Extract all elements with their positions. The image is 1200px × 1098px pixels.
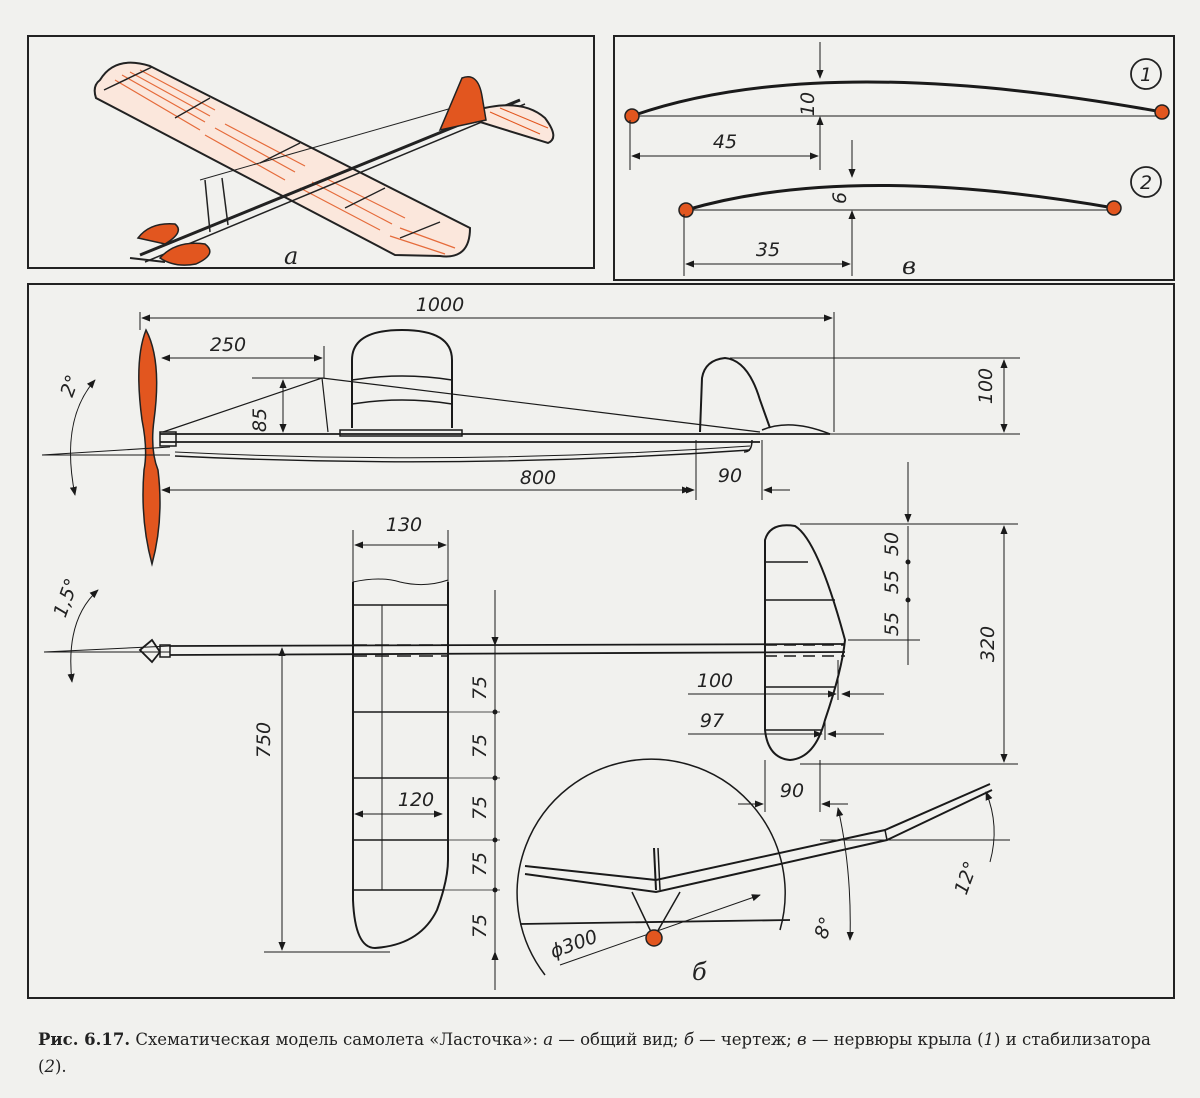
- rib-2-height: 6: [829, 192, 851, 204]
- panel-v-label: в: [902, 252, 916, 280]
- rib-1-marker-text: 1: [1140, 64, 1152, 86]
- caption-b-text: — чертеж;: [699, 1030, 792, 1049]
- rib-1: [624, 42, 1170, 170]
- panel-a-label: а: [284, 242, 298, 270]
- caption-a-letter: а: [543, 1030, 554, 1049]
- dim-dihedral-outer: 12°: [950, 858, 982, 897]
- rib-2: [678, 140, 1122, 276]
- dim-dihedral-inner: 8°: [810, 914, 838, 942]
- panel-v-frame: [613, 35, 1175, 281]
- front-prop-hub: [645, 929, 663, 947]
- prop-angle-side: 2°: [56, 372, 84, 400]
- dim-motor-length: 800: [520, 467, 556, 489]
- panel-b-label: б: [692, 958, 707, 986]
- caption-end: ).: [54, 1057, 67, 1076]
- front-view: [516, 758, 1010, 976]
- caption-two: 2: [44, 1057, 55, 1076]
- caption-mid: ) и стабилизатора (: [38, 1030, 1151, 1076]
- dim-pylon-height: 85: [249, 408, 271, 432]
- caption-v-text: — нервюры крыла (: [811, 1030, 984, 1049]
- dim-prop-diameter: ϕ300: [547, 926, 600, 963]
- stab-spacing-1: 50: [881, 532, 903, 556]
- dim-fin-height: 100: [975, 368, 997, 404]
- top-view: [43, 462, 1018, 990]
- rib-spacing-5: 75: [469, 914, 491, 938]
- propeller-top: [138, 638, 162, 664]
- propeller-side: [138, 328, 161, 567]
- stab-spacing-2: 55: [881, 570, 903, 594]
- panel-b-frame: [27, 283, 1175, 999]
- caption-figure-number: Рис. 6.17.: [38, 1030, 131, 1049]
- general-view-illustration: [93, 61, 555, 266]
- rib-spacing-4: 75: [469, 852, 491, 876]
- caption-v-letter: в: [797, 1030, 807, 1049]
- caption-title: Схематическая модель самолета «Ласточка»…: [135, 1030, 539, 1049]
- side-view: [41, 312, 1020, 567]
- dim-stab-97: 97: [700, 710, 724, 732]
- dim-fin-chord: 90: [718, 465, 742, 487]
- caption-b-letter: б: [683, 1030, 694, 1049]
- rib-1-marker: [1130, 58, 1162, 90]
- dim-half-span: 750: [253, 722, 275, 758]
- rib-1-offset: 45: [713, 131, 737, 153]
- caption-one: 1: [983, 1030, 995, 1049]
- rib-1-height: 10: [797, 92, 819, 116]
- dim-tip-chord: 120: [398, 789, 434, 811]
- dim-overall-length: 1000: [416, 294, 464, 316]
- caption-a-text: — общий вид;: [558, 1030, 679, 1049]
- dim-wing-position: 250: [210, 334, 246, 356]
- stab-spacing-3: 55: [881, 612, 903, 636]
- panel-a-frame: [27, 35, 595, 269]
- rib-2-marker-text: 2: [1140, 172, 1152, 194]
- rib-spacing-3: 75: [469, 796, 491, 820]
- dim-stab-chord: 90: [780, 780, 804, 802]
- rib-spacing-1: 75: [469, 676, 491, 700]
- rib-2-offset: 35: [756, 239, 780, 261]
- dim-stab-100: 100: [697, 670, 733, 692]
- dim-stab-span: 320: [977, 626, 999, 662]
- rib-spacing-2: 75: [469, 734, 491, 758]
- prop-angle-top: 1,5°: [49, 576, 83, 621]
- rib-2-marker: [1130, 166, 1162, 198]
- dim-wing-chord: 130: [386, 514, 422, 536]
- figure-caption: Рис. 6.17. Схематическая модель самолета…: [38, 1026, 1168, 1080]
